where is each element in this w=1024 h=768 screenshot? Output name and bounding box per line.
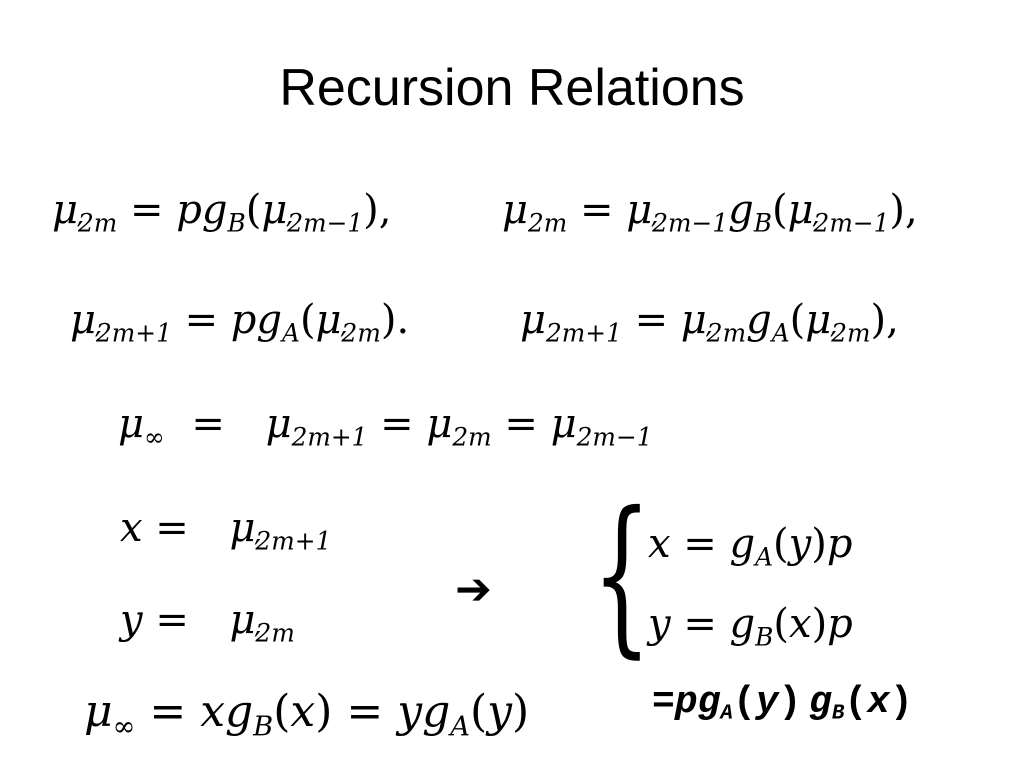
left-brace-icon: { — [592, 476, 652, 674]
equation-mu-2m-plus-1: μ2m+1 = μ2mgA(μ2m), — [520, 297, 899, 359]
equation-suffix: =pgA(y)gB(x) — [652, 681, 913, 726]
equation-mu-infinity-product: μ∞ = xgB(x) = ygA(y) — [84, 686, 530, 743]
system-equation-x: x = gA(y)p — [648, 521, 853, 572]
equation-mu-2m: μ2m = μ2m−1gB(μ2m−1), — [502, 187, 918, 249]
system-equation-y: y = gB(x)p — [648, 601, 853, 652]
slide-title: Recursion Relations — [279, 59, 745, 117]
equation-y-definition: y = μ2m — [120, 597, 295, 659]
right-arrow-icon: ➔ — [455, 564, 492, 615]
equation-mu-prime-2m: μ2m = pgB(μ2m−1), — [52, 187, 392, 249]
equation-mu-prime-2m-plus-1: μ2m+1 = pgA(μ2m). — [70, 297, 410, 359]
equation-x-definition: x = μ2m+1 — [120, 505, 332, 567]
equation-mu-infinity-limit: μ∞ = μ2m+1 = μ2m = μ2m−1 — [118, 401, 653, 452]
